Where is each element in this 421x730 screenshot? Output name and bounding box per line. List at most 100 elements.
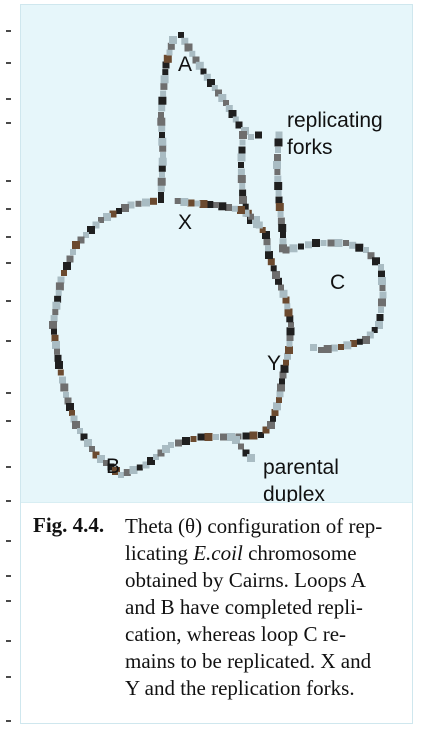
dna-segment bbox=[379, 291, 387, 299]
dna-segment bbox=[263, 238, 271, 246]
dna-segment bbox=[150, 197, 157, 205]
dna-segment bbox=[218, 94, 227, 102]
dna-segment bbox=[166, 49, 173, 56]
dna-segment bbox=[118, 472, 124, 478]
dna-segment bbox=[273, 161, 281, 169]
dna-segment bbox=[57, 276, 65, 284]
dna-segment bbox=[286, 315, 294, 323]
dna-segment bbox=[262, 231, 270, 239]
dna-segment bbox=[54, 348, 60, 355]
dna-segment bbox=[278, 224, 287, 232]
dna-segment bbox=[70, 415, 78, 423]
dna-segment bbox=[158, 192, 164, 198]
dna-segment bbox=[142, 198, 150, 207]
dna-segment bbox=[249, 431, 258, 440]
dna-segment bbox=[158, 197, 164, 203]
dna-segment bbox=[52, 341, 60, 349]
dna-segment bbox=[136, 464, 143, 471]
dna-segment bbox=[218, 202, 227, 211]
dna-segment bbox=[363, 247, 369, 253]
loop-a-strand-1 bbox=[157, 36, 177, 198]
dna-segment bbox=[167, 42, 175, 50]
dna-segment bbox=[77, 428, 83, 434]
dna-segment bbox=[248, 213, 254, 220]
dna-segment bbox=[252, 216, 260, 224]
dna-segment bbox=[375, 321, 383, 329]
dna-segment bbox=[378, 264, 384, 270]
dna-segment bbox=[49, 321, 57, 329]
dna-segment bbox=[211, 85, 218, 91]
dna-segment bbox=[157, 184, 165, 192]
dna-segment bbox=[289, 244, 298, 253]
dna-segment bbox=[92, 451, 100, 459]
dna-segment bbox=[349, 241, 357, 249]
dna-segment bbox=[158, 164, 166, 172]
dna-segment bbox=[237, 206, 245, 214]
dna-segment bbox=[278, 284, 284, 291]
dna-segment bbox=[286, 327, 295, 336]
dna-segment bbox=[225, 105, 233, 112]
dna-segment bbox=[237, 153, 246, 162]
dna-segment bbox=[238, 146, 246, 154]
dna-segment bbox=[276, 397, 282, 403]
dna-segment bbox=[270, 415, 276, 422]
parental-duplex-strand bbox=[232, 436, 255, 462]
dna-segment bbox=[195, 61, 204, 70]
caption-line: Theta (θ) configuration of rep- bbox=[125, 514, 383, 538]
dna-segment bbox=[207, 79, 215, 87]
caption-line: cation, whereas loop C re- bbox=[125, 622, 347, 646]
dna-segment bbox=[366, 331, 374, 339]
dna-segment bbox=[55, 361, 63, 369]
dna-segment bbox=[275, 277, 282, 285]
dna-segment bbox=[277, 217, 285, 225]
dna-segment bbox=[232, 116, 239, 123]
dna-segment bbox=[158, 96, 167, 105]
dna-segment bbox=[87, 226, 95, 234]
dna-segment bbox=[52, 301, 61, 310]
dna-segment bbox=[310, 344, 317, 351]
dna-segment bbox=[247, 216, 255, 224]
parental-duplex-label-line1: parental bbox=[263, 456, 339, 479]
fork-y-label: Y bbox=[267, 352, 281, 375]
dna-segment bbox=[237, 168, 245, 176]
parental-duplex-label: parental duplex bbox=[263, 456, 339, 502]
dna-segment bbox=[228, 110, 237, 118]
dna-segment bbox=[66, 403, 74, 411]
dna-segment bbox=[327, 239, 335, 247]
dna-segment bbox=[276, 390, 284, 398]
dna-segment bbox=[282, 296, 290, 304]
dna-segment bbox=[215, 89, 222, 97]
dna-segment bbox=[84, 439, 92, 447]
dna-segment bbox=[158, 104, 166, 112]
dna-segment bbox=[63, 392, 69, 398]
dna-segment bbox=[265, 245, 271, 252]
dna-segment bbox=[267, 258, 275, 266]
dna-segment bbox=[80, 433, 88, 441]
dna-segment bbox=[305, 241, 312, 249]
dna-segment bbox=[378, 307, 384, 313]
dna-segment bbox=[51, 328, 57, 335]
dna-segment bbox=[187, 199, 195, 207]
dna-segment bbox=[284, 352, 291, 360]
dna-segment bbox=[280, 232, 286, 238]
dna-segment bbox=[97, 455, 105, 463]
replicating-forks-label: replicating forks bbox=[287, 109, 383, 159]
dna-segment bbox=[121, 204, 129, 212]
dna-segment bbox=[157, 177, 166, 186]
dna-segment bbox=[174, 198, 181, 204]
dna-segment bbox=[192, 56, 200, 64]
dna-segment bbox=[379, 285, 386, 291]
dna-segment bbox=[55, 282, 64, 291]
dna-segment bbox=[279, 371, 287, 379]
dna-segment bbox=[277, 383, 285, 392]
dna-segment bbox=[286, 340, 293, 347]
dna-segment bbox=[107, 463, 115, 471]
dna-segment bbox=[200, 68, 207, 75]
dna-segment bbox=[320, 240, 327, 246]
caption-line: obtained by Cairns. Loops A bbox=[125, 568, 366, 592]
dna-segment bbox=[60, 383, 69, 392]
dna-segment bbox=[239, 131, 247, 139]
caption-line: Y and the replication forks. bbox=[125, 676, 355, 700]
figure-panel: A B C X Y replicating forks parental dup… bbox=[20, 4, 413, 724]
page-edge-ticks bbox=[0, 0, 18, 730]
